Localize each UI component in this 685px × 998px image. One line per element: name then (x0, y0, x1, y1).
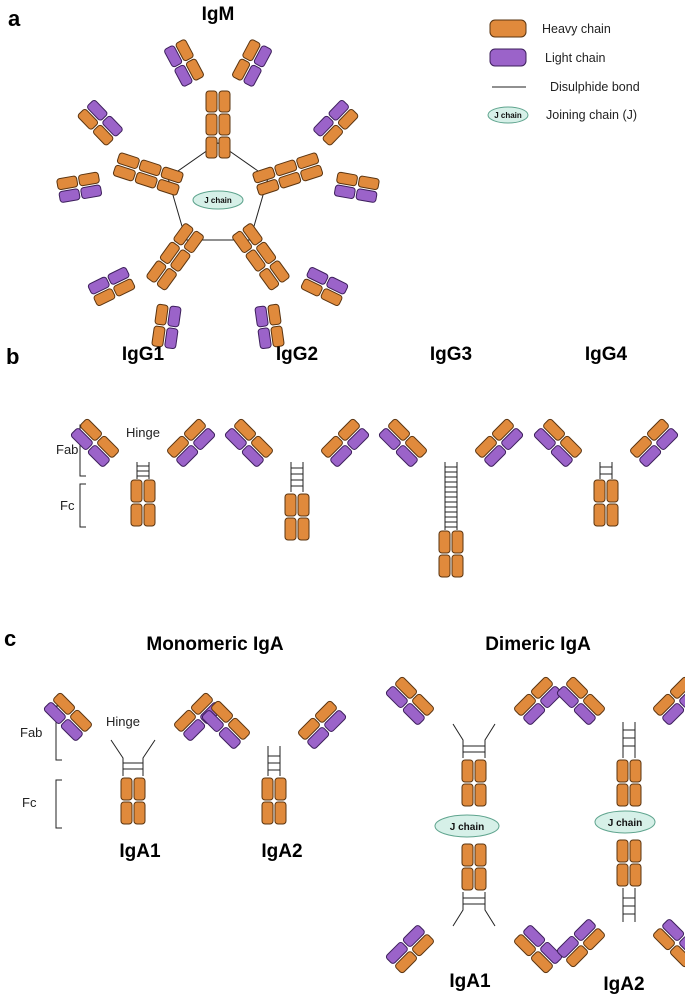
fab-label-b: Fab (56, 442, 78, 457)
fc-label-b: Fc (60, 498, 75, 513)
igm-j-chain (192, 190, 244, 210)
legend-heavy-swatch (489, 19, 527, 38)
dimeric-iga1-label: IgA1 (449, 971, 491, 992)
hinge-label-b: Hinge (126, 425, 160, 440)
monomeric-iga2-label: IgA2 (261, 841, 302, 862)
fab-label-c: Fab (20, 725, 42, 740)
legend-light-label: Light chain (545, 51, 606, 65)
fc-brace-c (55, 779, 62, 829)
igg2-antibody (223, 417, 371, 541)
dimeric-iga2-label: IgA2 (603, 974, 644, 995)
legend-j-chain-icon-text: J chain (494, 111, 522, 120)
legend-j-chain-icon (487, 106, 529, 124)
dimeric-iga2-antibody: J chain (555, 675, 685, 969)
dimeric-iga1-antibody: J chain (384, 675, 564, 975)
igg3-title: IgG3 (430, 344, 472, 365)
igg1-antibody (69, 417, 217, 527)
igm-j-chain-label: J chain (204, 196, 232, 205)
fc-brace-b (79, 483, 86, 528)
legend-bond-label: Disulphide bond (550, 80, 640, 94)
hinge-label-c: Hinge (106, 714, 140, 729)
monomeric-iga1-antibody (42, 691, 224, 825)
legend-j-chain-label: Joining chain (J) (546, 108, 637, 122)
legend-heavy-label: Heavy chain (542, 22, 611, 36)
panel-label-c: c (4, 626, 16, 651)
dimeric-iga1-j-chain (434, 814, 500, 838)
monomeric-iga2-antibody (200, 699, 348, 825)
igg4-antibody (532, 417, 680, 527)
dimeric-iga2-j-chain-label: J chain (608, 818, 642, 829)
igg4-title: IgG4 (585, 344, 628, 365)
fc-label-c: Fc (22, 795, 37, 810)
igg1-title: IgG1 (122, 344, 165, 365)
panel-label-a: a (8, 6, 21, 31)
legend: Heavy chain Light chain Disulphide bond … (487, 19, 640, 124)
legend-light-swatch (489, 48, 527, 67)
monomeric-iga1-label: IgA1 (119, 841, 161, 862)
dimeric-iga-title: Dimeric IgA (485, 634, 591, 655)
panel-label-b: b (6, 344, 19, 369)
monomeric-iga-title: Monomeric IgA (146, 634, 284, 655)
igm-title: IgM (202, 4, 235, 25)
dimeric-iga2-j-chain (594, 810, 656, 834)
dimeric-iga1-j-chain-label: J chain (450, 822, 484, 833)
igg2-title: IgG2 (276, 344, 318, 365)
igg3-antibody (377, 417, 525, 578)
igm-pentamer: J chain (49, 38, 387, 359)
